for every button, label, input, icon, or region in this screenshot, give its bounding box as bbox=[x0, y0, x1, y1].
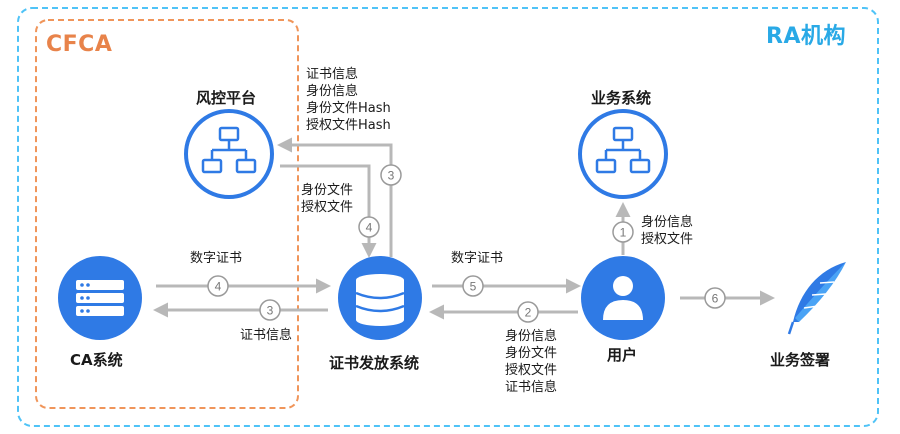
arrow-issuer-to-risk bbox=[277, 137, 393, 257]
annotation-issuer-to-user: 数字证书 bbox=[451, 251, 504, 266]
node-cert-issuing-system bbox=[338, 256, 422, 340]
step-4-ca: 4 bbox=[207, 275, 229, 297]
svg-text:3: 3 bbox=[267, 304, 274, 318]
network-icon bbox=[201, 126, 257, 174]
step-5: 5 bbox=[462, 275, 484, 297]
node-business-signing bbox=[787, 262, 846, 335]
svg-text:1: 1 bbox=[620, 226, 627, 240]
annotation-user-to-business: 身份信息 授权文件 bbox=[641, 215, 694, 247]
annotation-issuer-to-risk: 证书信息 身份信息 身份文件Hash 授权文件Hash bbox=[306, 67, 391, 133]
step-3-risk: 3 bbox=[380, 164, 402, 186]
label-cert-issuing-system: 证书发放系统 bbox=[329, 354, 420, 372]
node-business-system bbox=[578, 109, 668, 199]
feather-icon bbox=[787, 262, 846, 335]
step-4-risk: 4 bbox=[358, 216, 380, 238]
step-3-ca: 3 bbox=[259, 299, 281, 321]
user-icon bbox=[603, 276, 643, 320]
ra-region-label: RA机构 bbox=[766, 24, 846, 49]
node-risk-platform bbox=[184, 109, 274, 199]
node-ca-system bbox=[58, 256, 142, 340]
step-2: 2 bbox=[517, 301, 539, 323]
svg-text:4: 4 bbox=[366, 221, 373, 235]
annotation-user-to-issuer: 身份信息 身份文件 授权文件 证书信息 bbox=[505, 329, 558, 395]
label-user: 用户 bbox=[607, 346, 638, 364]
ra-region-border bbox=[17, 7, 879, 427]
svg-text:4: 4 bbox=[215, 280, 222, 294]
step-1: 1 bbox=[612, 221, 634, 243]
database-icon bbox=[355, 274, 405, 326]
step-6: 6 bbox=[704, 287, 726, 309]
cfca-region-border bbox=[35, 19, 299, 409]
svg-text:5: 5 bbox=[470, 280, 477, 294]
label-risk-platform: 风控平台 bbox=[196, 89, 257, 107]
server-icon bbox=[76, 280, 124, 316]
cfca-region-label: CFCA bbox=[46, 32, 113, 57]
network-icon bbox=[595, 126, 651, 174]
label-ca-system: CA系统 bbox=[70, 351, 123, 369]
node-user bbox=[581, 256, 665, 340]
annotation-issuer-to-ca: 证书信息 bbox=[240, 328, 293, 343]
svg-text:3: 3 bbox=[388, 169, 395, 183]
annotation-risk-to-issuer: 身份文件 授权文件 bbox=[301, 183, 354, 215]
svg-text:6: 6 bbox=[712, 292, 719, 306]
label-business-signing: 业务签署 bbox=[770, 351, 831, 369]
annotation-ca-to-issuer: 数字证书 bbox=[190, 251, 243, 266]
label-business-system: 业务系统 bbox=[591, 89, 652, 107]
svg-text:2: 2 bbox=[525, 306, 532, 320]
